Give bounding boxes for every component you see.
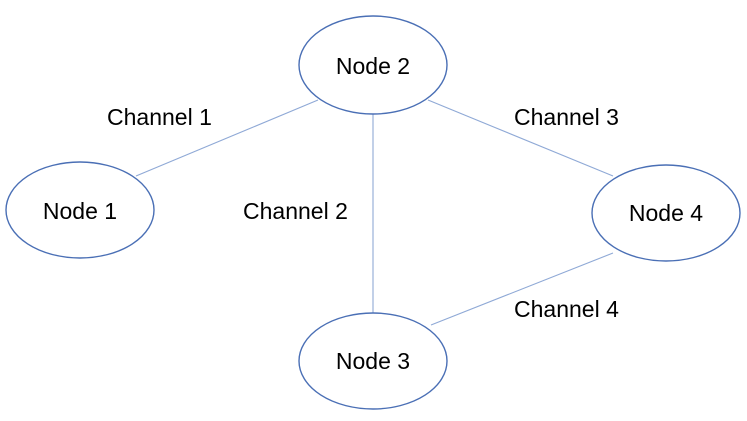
- edges: [135, 99, 614, 326]
- node-node3: Node 3: [298, 312, 448, 410]
- node-label: Node 2: [336, 53, 410, 79]
- edge-label-channel2: Channel 2: [243, 198, 348, 224]
- edge-label-channel4: Channel 4: [514, 296, 619, 322]
- edge-labels: Channel 1 Channel 2 Channel 3 Channel 4: [107, 104, 619, 322]
- node-node2: Node 2: [298, 15, 448, 115]
- node-ellipse: [298, 312, 448, 410]
- edge-channel3: [427, 99, 614, 177]
- node-ellipse: [5, 161, 155, 259]
- edge-channel4: [430, 252, 614, 326]
- node-ellipse: [591, 164, 741, 262]
- node-label: Node 4: [629, 200, 703, 226]
- node-node1: Node 1: [5, 161, 155, 259]
- node-node4: Node 4: [591, 164, 741, 262]
- edge-label-channel1: Channel 1: [107, 104, 212, 130]
- edge-label-channel3: Channel 3: [514, 104, 619, 130]
- edge-channel1: [135, 99, 319, 177]
- node-ellipse: [298, 15, 448, 115]
- node-label: Node 3: [336, 348, 410, 374]
- node-label: Node 1: [43, 198, 117, 224]
